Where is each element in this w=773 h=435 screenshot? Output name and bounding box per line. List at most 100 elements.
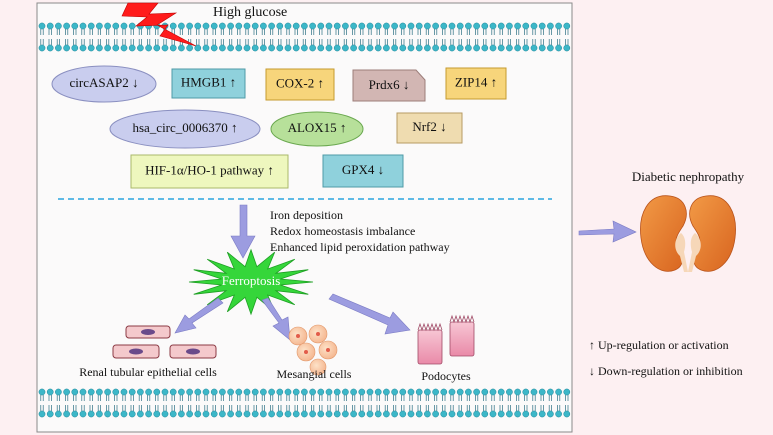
membrane-lipid-head [260,410,267,418]
membrane-lipid-tail [516,29,520,45]
membrane-lipid-head [87,44,95,52]
membrane-lipid-tail [475,29,479,45]
membrane-lipid-head [440,410,448,418]
arrow-down-to-ferroptosis [230,204,256,259]
membrane-lipid-tail [81,29,85,45]
membrane-lipid-head [227,388,234,396]
membrane-lipid-head [71,388,79,396]
membrane-lipid-head [424,410,431,418]
membrane-lipid-head [284,388,292,396]
membrane-lipid-head [424,44,431,52]
membrane-lipid-head [350,410,357,418]
membrane-lipid-head [178,22,185,30]
membrane-lipid-head [161,44,169,52]
membrane-lipid-head [415,22,423,30]
membrane-lipid-tail [565,29,569,45]
membrane-lipid-tail [147,29,151,45]
membrane-lipid-head [547,410,554,418]
membrane-lipid-head [333,410,341,418]
membrane-lipid-head [391,22,398,30]
membrane-lipid-head [374,22,382,30]
factor-ALOX15: ALOX15 ↑ [270,111,364,147]
membrane-lipid-head [243,44,251,52]
membrane-lipid-head [407,388,415,396]
mechanism-iron-deposition: Iron deposition [270,208,343,222]
membrane-lipid-head [120,410,128,418]
membrane-lipid-head [391,44,398,52]
membrane-lipid-head [260,388,267,396]
membrane-lipid-head [251,22,259,30]
membrane-lipid-head [235,410,243,418]
cell-membrane-top [38,22,571,52]
membrane-lipid-head [317,388,325,396]
membrane-lipid-head [317,22,325,30]
membrane-lipid-tail [229,29,233,45]
membrane-lipid-head [497,410,505,418]
membrane-lipid-tail [114,395,118,411]
membrane-lipid-head [481,388,489,396]
membrane-lipid-tail [434,29,438,45]
membrane-lipid-tail [106,395,110,411]
membrane-lipid-tail [327,395,331,411]
svg-text:COX-2 ↑: COX-2 ↑ [276,75,324,90]
membrane-lipid-tail [548,29,552,45]
membrane-lipid-tail [220,395,224,411]
membrane-lipid-head [407,22,415,30]
membrane-lipid-tail [450,29,454,45]
membrane-lipid-head [235,388,243,396]
membrane-lipid-head [555,410,562,418]
membrane-lipid-head [506,22,513,30]
membrane-lipid-head [399,388,407,396]
membrane-lipid-tail [48,395,52,411]
high-glucose-label: High glucose [213,5,287,20]
membrane-lipid-head [227,44,234,52]
membrane-lipid-head [55,44,62,52]
factor-COX-2: COX-2 ↑ [265,68,335,101]
membrane-lipid-tail [565,395,569,411]
membrane-lipid-head [161,388,169,396]
membrane-lipid-head [333,22,341,30]
membrane-lipid-head [497,22,505,30]
membrane-lipid-head [260,22,267,30]
svg-text:HIF-1α/HO-1 pathway ↑: HIF-1α/HO-1 pathway ↑ [145,162,274,177]
membrane-lipid-head [465,410,472,418]
membrane-lipid-tail [171,395,175,411]
membrane-lipid-tail [73,395,77,411]
membrane-lipid-head [112,44,120,52]
membrane-lipid-head [383,22,390,30]
membrane-lipid-tail [302,29,306,45]
membrane-lipid-tail [409,395,413,411]
membrane-lipid-head [38,22,46,30]
membrane-lipid-head [268,410,275,418]
arrow-to-renal-cells [174,297,224,334]
membrane-lipid-head [79,388,87,396]
factor-HIF-1a-HO-1-pathway: HIF-1α/HO-1 pathway ↑ [130,154,289,189]
membrane-lipid-head [79,22,87,30]
membrane-lipid-tail [442,29,446,45]
membrane-lipid-head [563,44,571,52]
membrane-lipid-tail [393,395,397,411]
membrane-lipid-head [79,44,87,52]
membrane-lipid-tail [401,395,405,411]
membrane-lipid-head [202,44,210,52]
membrane-lipid-head [194,22,202,30]
membrane-lipid-head [325,22,333,30]
membrane-lipid-head [210,410,218,418]
lightning-bolt-icon [121,2,197,47]
membrane-lipid-head [219,388,226,396]
membrane-lipid-tail [73,29,77,45]
membrane-lipid-head [153,410,161,418]
membrane-lipid-tail [483,29,487,45]
membrane-lipid-head [440,44,448,52]
membrane-lipid-head [383,44,390,52]
membrane-lipid-head [456,22,464,30]
membrane-lipid-head [555,44,562,52]
membrane-lipid-head [415,388,423,396]
membrane-lipid-head [448,44,456,52]
membrane-lipid-head [383,388,390,396]
membrane-lipid-head [104,410,111,418]
membrane-lipid-tail [491,395,495,411]
membrane-lipid-tail [466,395,470,411]
membrane-lipid-head [538,22,546,30]
membrane-lipid-tail [434,395,438,411]
